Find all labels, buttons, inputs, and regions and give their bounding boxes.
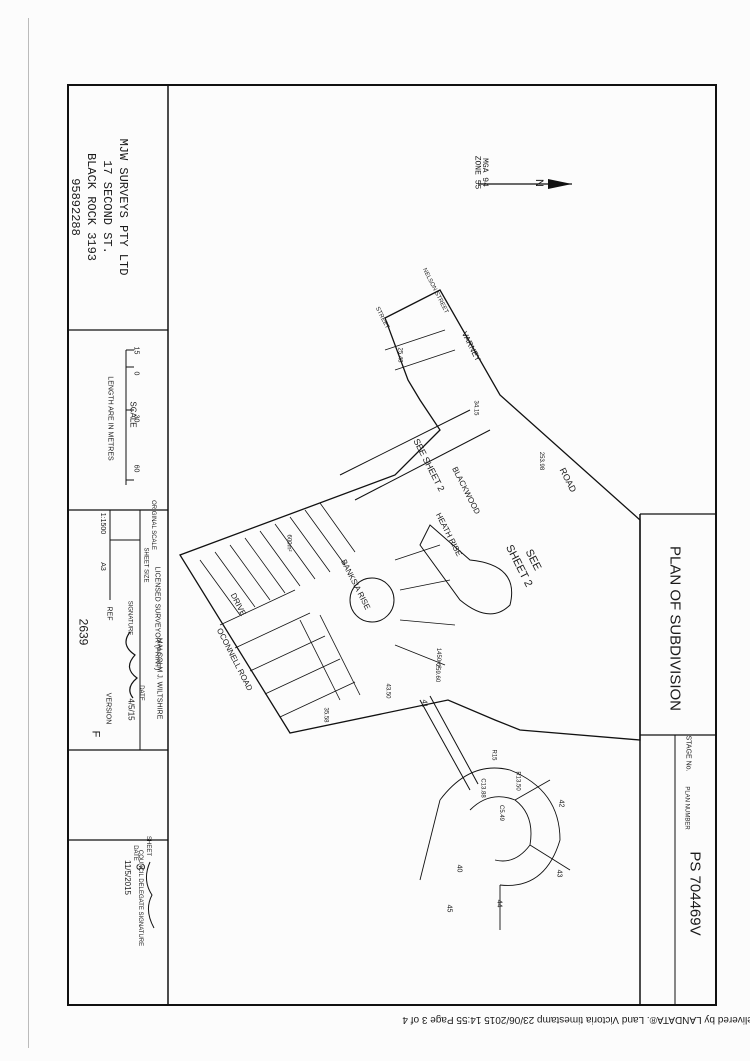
lot-44: 44: [495, 899, 503, 908]
scale-tick-0: 0: [132, 371, 140, 376]
north-arrow-head: [548, 179, 572, 189]
surveyor-line3: BLACK ROCK 3193: [84, 152, 98, 262]
lot-45: 45: [445, 904, 453, 913]
easement-line: [419, 699, 471, 791]
surveyor-line4: 95892288: [68, 178, 82, 236]
heath-rise-road: [419, 524, 513, 615]
lot-lines: [199, 329, 456, 718]
sheet-size-label: SHEET SIZE: [142, 547, 149, 583]
dim-25-48: 25.48: [396, 347, 403, 363]
banksia-rise-bulb: [349, 577, 395, 623]
curve-r13-50: R13.50: [514, 771, 521, 791]
scale-tick-30: 30: [132, 414, 140, 423]
plan-frame: [67, 84, 717, 1006]
stage-no-label: STAGE No.: [684, 735, 692, 772]
dim-1450m2: 1450m²: [435, 647, 442, 669]
original-scale-label: ORIGINAL SCALE: [149, 500, 156, 550]
council-sheet-label: SHEET: [145, 835, 152, 857]
date-value: 4/5/15: [126, 698, 136, 721]
original-scale-value: 1:1500: [99, 512, 107, 535]
lot-40: 40: [455, 864, 463, 873]
version-label: VERSION: [104, 692, 112, 725]
plan-title: PLAN OF SUBDIVISION: [666, 545, 684, 712]
licensed-surveyor-name: MALCOLM J. WILTSHIRE: [155, 637, 163, 720]
council-date-value: 11/5/2015: [123, 860, 132, 895]
scale-unit-label: LENGTH ARE IN METRES: [106, 376, 114, 461]
road-edge: [339, 409, 471, 476]
lot-41: 41: [420, 699, 428, 708]
plan-number: PS 704469V: [686, 851, 704, 936]
curve-c13-88: C13.88: [479, 778, 486, 798]
dim-600m2: 600m²: [285, 534, 292, 552]
easement-line: [429, 695, 479, 785]
road-edge: [354, 429, 491, 501]
curve-r15: R15: [490, 749, 497, 761]
curve-c5-49: C5.49: [498, 804, 505, 822]
subdivision-boundary: [179, 289, 641, 741]
surveyor-line2: 17 SECOND ST.: [100, 160, 114, 254]
dim-34-15: 34.15: [472, 400, 479, 416]
scale-tick-15: 15: [132, 346, 140, 355]
scan-edge-line: [28, 18, 29, 1048]
ref-value: 2639: [76, 618, 91, 646]
lower-cul-de-sac: [419, 767, 571, 930]
zone-label: ZONE 55: [472, 155, 482, 190]
plan-number-label: PLAN NUMBER: [683, 786, 690, 830]
version-value: F: [89, 730, 102, 738]
dim-43-50: 43.50: [384, 683, 391, 699]
scale-bar: [125, 349, 134, 485]
dim-253-98: 253.98: [538, 451, 545, 471]
date-label: DATE: [137, 685, 144, 701]
council-signature: [146, 861, 155, 929]
lot-42: 42: [557, 799, 565, 808]
surveyor-signature: [125, 631, 138, 699]
north-label: N: [532, 179, 545, 187]
scale-tick-60: 60: [132, 464, 140, 473]
lot-43: 43: [555, 869, 563, 878]
sheet-size-value: A3: [98, 562, 106, 571]
dim-35-58: 35.58: [322, 707, 329, 723]
surveyor-line1: MJW SURVEYS PTY LTD: [116, 138, 130, 276]
ref-label: REF: [105, 606, 113, 621]
